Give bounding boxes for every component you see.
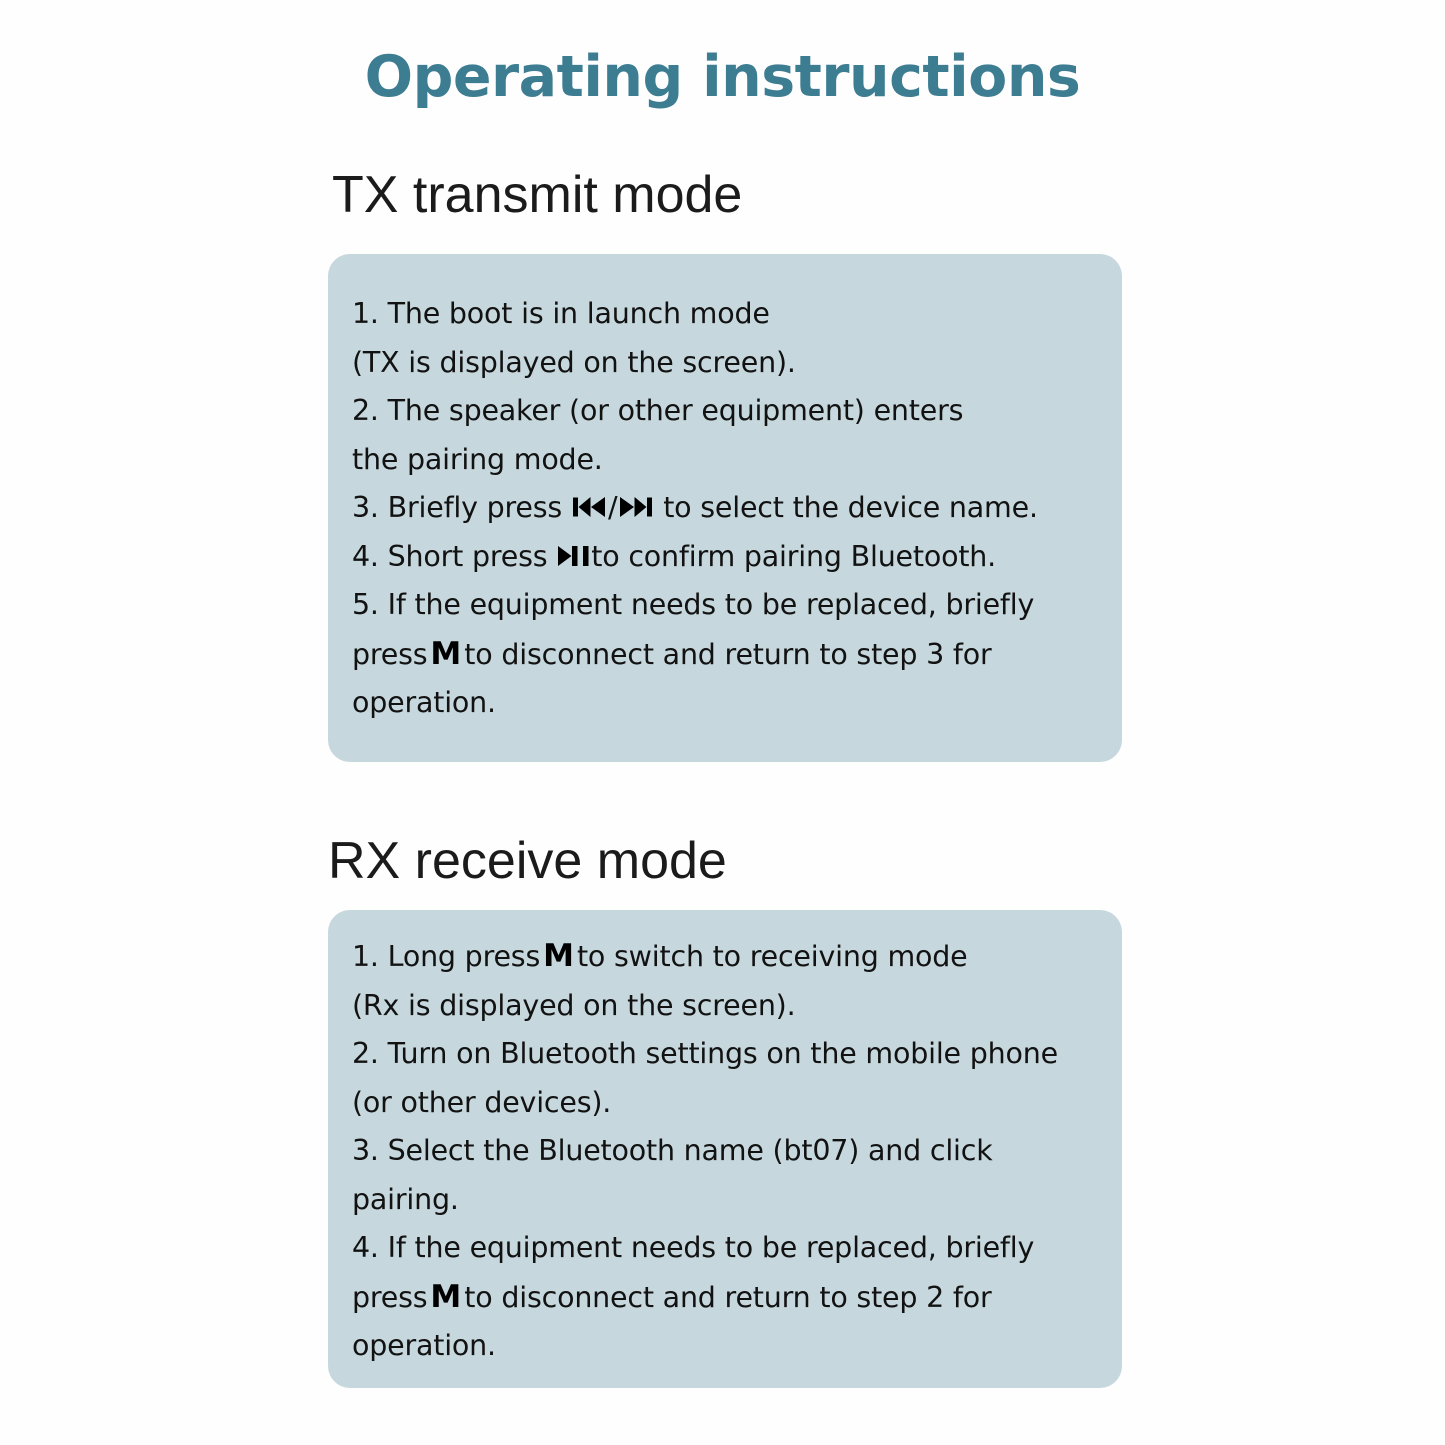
rx-step-line: 4. If the equipment needs to be replaced…: [352, 1231, 1035, 1264]
next-track-icon: [619, 495, 653, 519]
m-button-key: M: [430, 635, 462, 672]
tx-step-line: 2. The speaker (or other equipment) ente…: [352, 394, 964, 427]
rx-step-line: 3. Select the Bluetooth name (bt07) and …: [352, 1134, 993, 1167]
tx-step5-after: to disconnect and return to step 3 for: [464, 637, 992, 671]
tx-step3-before: 3. Briefly press: [352, 491, 571, 524]
play-pause-icon: [557, 544, 590, 568]
tx-step5-before: press: [352, 637, 428, 671]
prev-track-icon: [572, 495, 606, 519]
m-button-key: M: [543, 938, 574, 974]
rx-step1-after: to switch to receiving mode: [576, 940, 968, 973]
tx-step4-before: 4. Short press: [352, 539, 557, 573]
section-heading-rx: RX receive mode: [328, 832, 727, 890]
tx-step-line-icons: 4. Short press to confirm pairing Blueto…: [352, 533, 1096, 582]
tx-step-line: operation.: [352, 686, 496, 719]
rx-step4-before: press: [352, 1280, 428, 1314]
rx-step-line: (or other devices).: [352, 1085, 612, 1119]
tx-step-line: (TX is displayed on the screen).: [352, 345, 796, 379]
rx-step4-after: to disconnect and return to step 2 for: [464, 1280, 992, 1314]
tx-step-line: 1. The boot is in launch mode: [352, 297, 770, 330]
rx-step-line: (Rx is displayed on the screen).: [352, 988, 796, 1022]
page-title: Operating instructions: [364, 44, 1081, 110]
tx-step-line-icons: 3. Briefly press / to select the device …: [352, 484, 1096, 533]
m-button-key: M: [430, 1278, 462, 1315]
rx-step1-before: 1. Long press: [352, 940, 541, 973]
icon-separator: /: [607, 491, 618, 524]
rx-step-line: 2. Turn on Bluetooth settings on the mob…: [352, 1037, 1058, 1070]
tx-step4-after: to confirm pairing Bluetooth.: [591, 539, 997, 573]
section-heading-tx: TX transmit mode: [332, 166, 743, 224]
rx-step-line: pairing.: [352, 1182, 459, 1216]
tx-step-line: the pairing mode.: [352, 442, 603, 476]
rx-step-line: operation.: [352, 1329, 496, 1362]
tx-step3-after: to select the device name.: [654, 491, 1038, 524]
tx-step-line: 5. If the equipment needs to be replaced…: [352, 588, 1035, 621]
tx-instructions-panel: 1. The boot is in launch mode (TX is dis…: [328, 254, 1122, 762]
